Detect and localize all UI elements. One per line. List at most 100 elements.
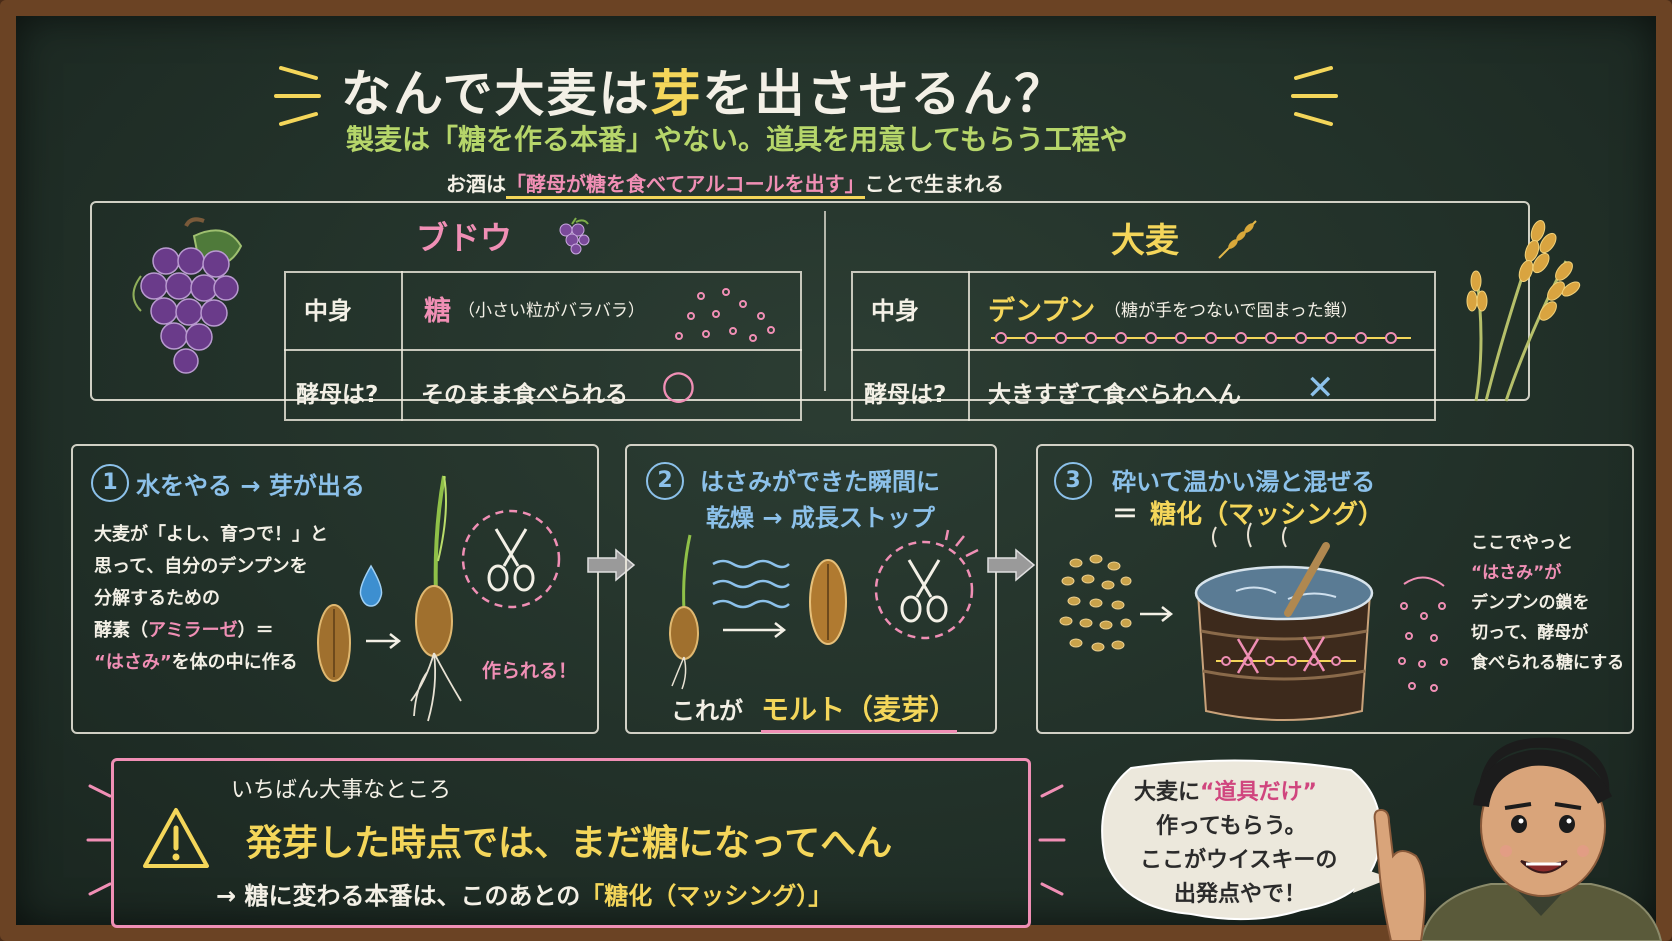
bubble-line4: 出発点やで！: [1174, 882, 1307, 907]
step3-side-line4: 切って、酵母が: [1471, 623, 1589, 643]
small-wheat-icon: [1218, 220, 1257, 259]
important-sub: → 糖に変わる本番は、このあとの「糖化（マッシング）」: [216, 876, 832, 911]
title-accent-left-icon: [274, 66, 321, 126]
step2-footer-hl: モルト（麦芽）: [761, 693, 958, 733]
step3-side-line1: ここでやっと: [1471, 533, 1573, 553]
page-title: なんで大麦は芽を出させるん？: [341, 54, 1067, 126]
intro-highlight: 「酵母が糖を食べてアルコールを出す」: [506, 172, 865, 199]
oomugi-row2-mark: ✕: [1306, 368, 1335, 408]
bubble-line1-hl: “道具だけ”: [1200, 780, 1317, 805]
subtitle: 製麦は「糖を作る本番」やない。道具を用意してもらう工程や: [346, 123, 1128, 156]
dried-sprout-icon: [669, 534, 699, 690]
budou-row1-note: （小さい粒がバラバラ）: [458, 301, 645, 321]
budou-table-hline: [284, 349, 802, 351]
oomugi-table: [851, 271, 1436, 421]
step3-number: 3: [1054, 462, 1092, 500]
step3-title-line2: ＝ 糖化（マッシング）: [1112, 494, 1384, 531]
important-sub-hl: 「糖化（マッシング）」: [580, 882, 833, 910]
oomugi-table-hline: [851, 349, 1436, 351]
bubble-line2: 作ってもらう。: [1156, 814, 1307, 839]
intro-post: ことで生まれる: [864, 172, 1005, 196]
intro-pre: お酒は: [446, 172, 506, 196]
step1-line2: 思って、自分のデンプンを: [94, 556, 308, 577]
important-box: [111, 758, 1031, 928]
step2-footer: これがモルト（麦芽）: [671, 688, 958, 733]
important-accent-left-icon: [86, 784, 114, 896]
barley-grain-icon: [317, 604, 351, 682]
water-drop-icon: [359, 564, 383, 607]
budou-heading: ブドウ: [416, 219, 513, 257]
step2-footer-pre: これが: [671, 697, 743, 725]
arrow-right-3-icon: [1140, 606, 1174, 622]
oomugi-row1-key: デンプン: [988, 296, 1096, 327]
bubble-line1-pre: 大麦に: [1134, 780, 1201, 805]
step3-side-line3: デンプンの鎖を: [1471, 593, 1590, 613]
bubble-line1: 大麦に“道具だけ”: [1134, 774, 1317, 806]
step1-line5-hl: “はさみ”: [94, 652, 172, 673]
important-sub-pre: → 糖に変わる本番は、このあとの: [216, 882, 581, 910]
warning-icon: [143, 808, 209, 868]
budou-row2-value: そのまま食べられる: [421, 382, 628, 408]
small-grape-icon: [559, 217, 590, 255]
barley-illustration-icon: [1466, 219, 1581, 402]
arrow-right-2-icon: [723, 622, 787, 638]
step2-title-line1: はさみができた瞬間に: [700, 468, 940, 496]
oomugi-row2-label: 酵母は?: [864, 382, 947, 408]
crushed-malt-icon: [1059, 554, 1132, 652]
step-arrow-2-icon: [987, 548, 1036, 582]
oomugi-heading: 大麦: [1111, 221, 1179, 261]
oomugi-row1-note: （糖が手をつないで固まった鎖）: [1104, 301, 1358, 321]
step1-line4-hl: アミラーゼ: [148, 620, 238, 641]
title-part3: を出させるん？: [702, 65, 1067, 123]
mash-tun-icon: [1194, 522, 1374, 721]
scissors-2-icon: [874, 529, 979, 640]
title-part1: なんで大麦は: [341, 65, 651, 123]
step3-box: [1036, 444, 1634, 734]
step1-box: [71, 444, 599, 734]
step3-side-line2: “はさみ”が: [1471, 563, 1562, 583]
step3-title-line1: 砕いて温かい湯と混ぜる: [1112, 468, 1376, 496]
step1-line1: 大麦が「よし、育つで！」と: [94, 524, 328, 545]
title-part2: 芽: [650, 65, 703, 123]
character-avatar-icon: [1373, 737, 1663, 941]
bubble-line3: ここがウイスキーの: [1140, 848, 1338, 873]
budou-row2-label: 酵母は?: [296, 382, 379, 408]
intro-line: お酒は「酵母が糖を食べてアルコールを出す」ことで生まれる: [446, 168, 1005, 199]
title-accent-right-icon: [1291, 66, 1338, 126]
scissors-icon: [461, 509, 561, 609]
comparison-box: [90, 201, 1530, 401]
step1-line5: “はさみ”を体の中に作る: [94, 648, 298, 674]
comparison-divider: [824, 211, 826, 391]
important-accent-right-icon: [1038, 784, 1066, 896]
oomugi-table-vline: [968, 271, 970, 421]
oomugi-row2-value: 大きすぎて食べられへん: [988, 382, 1241, 408]
speech-bubble-icon: [1101, 759, 1391, 921]
step1-line3: 分解するための: [94, 588, 220, 609]
starch-chain-icon: [991, 332, 1411, 344]
budou-table-vline: [401, 271, 403, 421]
important-main: 発芽した時点では、まだ糖になってへん: [246, 823, 893, 864]
step1-line4-pre: 酵素（: [94, 620, 148, 641]
step3-side-line5: 食べられる糖にする: [1471, 653, 1625, 673]
step1-line4: 酵素（アミラーゼ）＝: [94, 616, 274, 642]
malt-grain-icon: [809, 559, 847, 645]
sugar-release-icon: [1398, 576, 1448, 692]
step1-number: 1: [91, 464, 129, 502]
budou-table: [284, 271, 802, 421]
oomugi-row1-label: 中身: [871, 297, 919, 325]
sprouting-grain-icon: [410, 475, 462, 722]
step3-title-line2-hl: 糖化（マッシング）: [1150, 500, 1385, 530]
step3-title-line2-pre: ＝: [1112, 500, 1139, 530]
grape-illustration-icon: [132, 217, 243, 374]
step2-title-line2: 乾燥 → 成長ストップ: [706, 504, 935, 532]
step1-made-label: 作られる！: [482, 660, 578, 682]
drying-wind-icon: [712, 559, 790, 609]
step1-title: 水をやる → 芽が出る: [136, 472, 365, 500]
step2-number: 2: [646, 462, 684, 500]
important-label: いちばん大事なところ: [231, 778, 452, 803]
step1-line5-post: を体の中に作る: [171, 652, 298, 673]
arrow-right-icon: [366, 633, 402, 649]
budou-row1-key: 糖: [424, 296, 451, 327]
budou-row2-mark: ○: [661, 362, 696, 408]
